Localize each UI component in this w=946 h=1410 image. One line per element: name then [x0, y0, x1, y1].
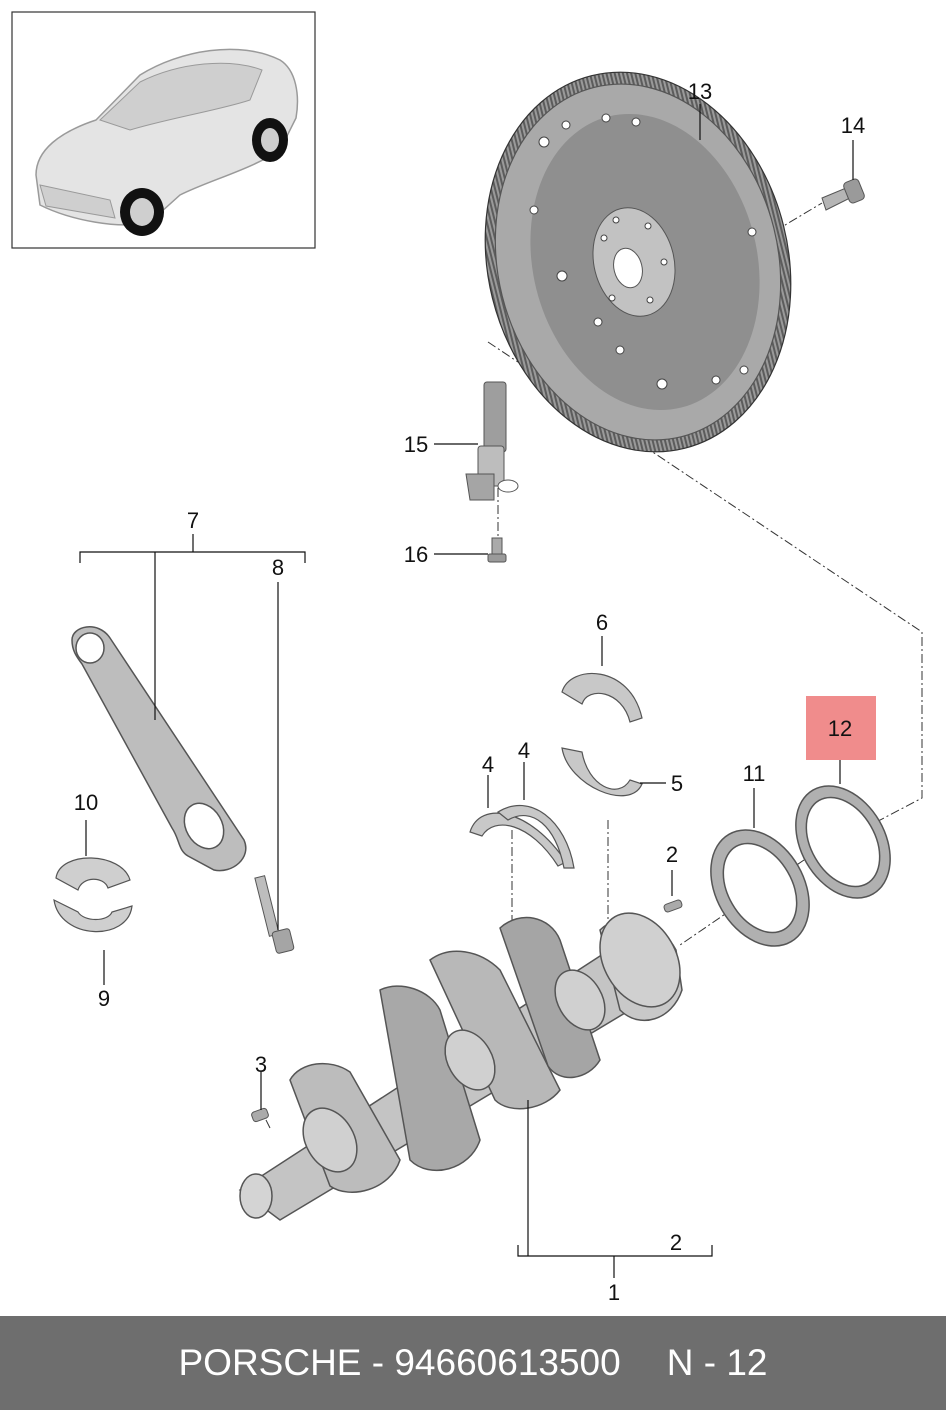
callout-7[interactable]: 7 [187, 508, 199, 533]
callout-highlight [806, 696, 876, 760]
flywheel-bolt [821, 178, 865, 211]
vehicle-thumbnail [11, 11, 316, 249]
thrust-washers [469, 804, 575, 869]
callout-8[interactable]: 8 [272, 555, 284, 580]
connecting-rod [71, 626, 247, 872]
callout-13[interactable]: 13 [688, 79, 712, 104]
leader-lines [79, 104, 854, 1278]
conrod-bearing [53, 857, 133, 933]
callout-6[interactable]: 6 [596, 610, 608, 635]
callout-15[interactable]: 15 [404, 432, 428, 457]
crankshaft [238, 912, 683, 1221]
callout-5[interactable]: 5 [671, 771, 683, 796]
callout-16[interactable]: 16 [404, 542, 428, 567]
callout-2-crank[interactable]: 2 [670, 1230, 682, 1255]
callout-4-right[interactable]: 4 [518, 738, 530, 763]
callout-2-pin[interactable]: 2 [666, 842, 678, 867]
callout-3[interactable]: 3 [255, 1052, 267, 1077]
dowel-pin [663, 899, 683, 913]
page-reference-text: N - 12 [666, 1342, 768, 1383]
callout-9[interactable]: 9 [98, 986, 110, 1011]
callout-11[interactable]: 11 [743, 761, 766, 786]
seal-ring-12 [795, 785, 891, 899]
callout-4-left[interactable]: 4 [482, 752, 494, 777]
part-number-text: PORSCHE - 94660613500 [178, 1342, 621, 1383]
woodruff-key [251, 1107, 269, 1123]
main-bearing [561, 672, 643, 797]
flywheel [484, 71, 792, 453]
footer-bar: PORSCHE - 94660613500 N - 12 [0, 1316, 946, 1410]
callout-12[interactable]: 12 [828, 716, 852, 741]
callout-14[interactable]: 14 [841, 113, 865, 138]
callout-labels: 1 2 2 3 4 4 5 6 7 8 9 10 11 12 13 14 15 … [74, 79, 865, 1305]
conrod-bolt [254, 875, 295, 954]
sensor-screw [487, 537, 507, 563]
parts-diagram: 1 2 2 3 4 4 5 6 7 8 9 10 11 12 13 14 15 … [11, 11, 923, 1305]
crankshaft-sensor [465, 381, 519, 501]
callout-1[interactable]: 1 [608, 1280, 620, 1305]
seal-ring-11 [710, 829, 810, 947]
callout-10[interactable]: 10 [74, 790, 98, 815]
